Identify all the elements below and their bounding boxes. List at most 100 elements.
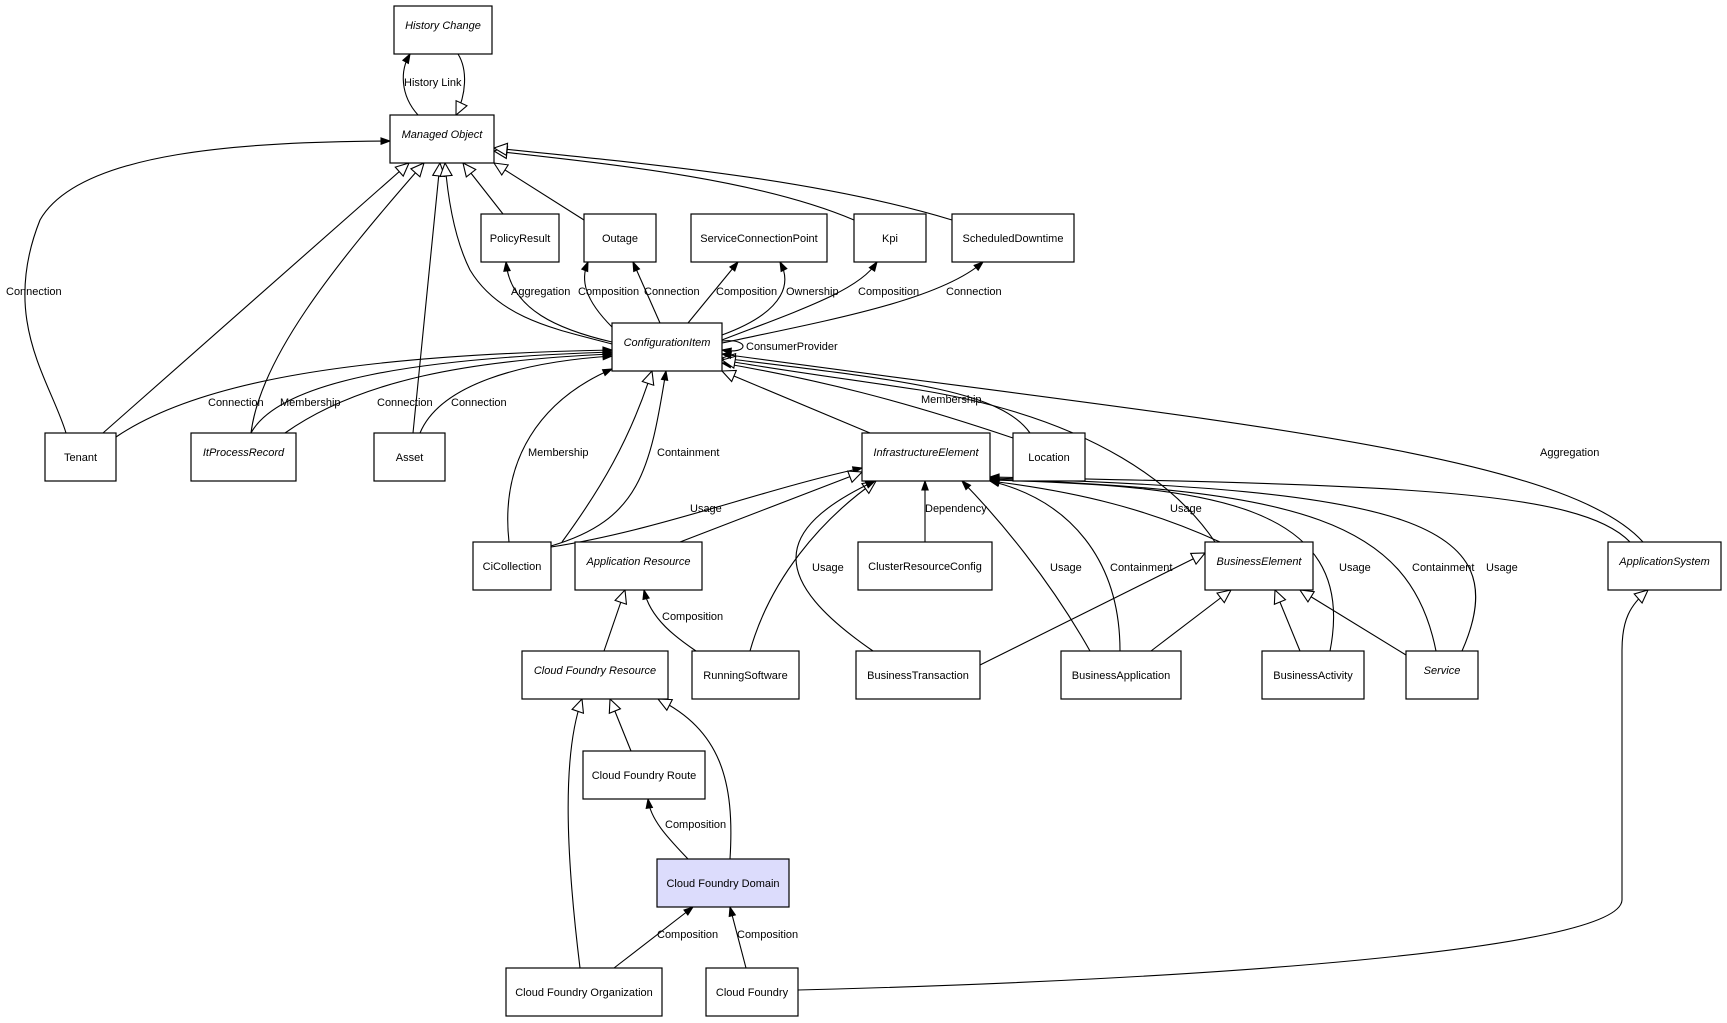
edge-it_process_record-to-configuration_item [284,350,614,434]
node-service[interactable]: Service [1405,650,1479,700]
edge-label: Composition [578,286,639,298]
node-infrastructure-element[interactable]: InfrastructureElement [861,432,991,482]
node-cf-route[interactable]: Cloud Foundry Route [582,750,706,800]
edge-configuration_item-to-outage [632,260,661,324]
node-scheduled-downtime[interactable]: ScheduledDowntime [951,213,1075,263]
edge-cloud_foundry-to-application_system [797,589,1649,991]
edge-label: Usage [1339,562,1371,574]
edge-business_activity-to-business_element [1273,588,1301,652]
node-business-element[interactable]: BusinessElement [1204,541,1314,591]
inheritance-arrowhead-icon [1216,589,1233,604]
node-box [857,541,993,591]
node-configuration-item[interactable]: ConfigurationItem [611,322,723,372]
node-cluster-resource-config[interactable]: ClusterResourceConfig [857,541,993,591]
edge-line [989,476,1631,543]
association-arrowhead-icon [988,473,1000,482]
node-tenant[interactable]: Tenant [44,432,117,482]
node-application-resource[interactable]: Application Resource [574,541,703,591]
inheritance-arrowhead-icon [614,588,628,606]
node-cf-domain[interactable]: Cloud Foundry Domain [656,858,790,908]
node-box [373,432,446,482]
inheritance-arrowhead-icon [409,162,425,178]
inheritance-arrowhead-icon [720,369,738,383]
inheritance-arrowhead-icon [641,369,655,387]
edge-history_change-to-managed_object [455,53,468,117]
edge-business_transaction-to-infrastructure_element [795,480,877,652]
node-label: Cloud Foundry Resource [534,665,656,677]
node-box [583,213,657,263]
edge-line [679,471,863,543]
edge-business_application-to-business_element [1150,589,1233,652]
node-location[interactable]: Location [1012,432,1086,482]
edge-line [444,162,613,345]
edge-line [961,480,1091,652]
edge-cf_resource-to-application_resource [603,588,628,652]
edge-cf_domain-to-cf_route [645,797,689,860]
edge-label: Ownership [786,286,839,298]
edge-line [989,480,1221,543]
node-box [853,213,927,263]
edge-line [721,359,1216,543]
edge-line [721,357,1031,434]
edge-label: Connection [208,397,264,409]
node-label: Application Resource [586,556,691,568]
node-label: BusinessElement [1217,556,1303,568]
edge-line [505,261,613,343]
node-box [690,213,828,263]
node-box [1405,650,1479,700]
edge-line [1299,589,1407,656]
association-arrowhead-icon [580,260,589,273]
node-business-transaction[interactable]: BusinessTransaction [855,650,981,700]
association-arrowhead-icon [642,588,651,601]
node-cloud-foundry[interactable]: Cloud Foundry [705,967,799,1017]
edge-line [721,261,984,344]
edge-application_system-to-configuration_item [720,351,1644,543]
edge-line [729,906,747,969]
edge-line [250,162,425,434]
node-it-process-record[interactable]: ItProcessRecord [190,432,297,482]
node-application-system[interactable]: ApplicationSystem [1607,541,1722,591]
edge-policy_result-to-managed_object [462,161,504,215]
node-kpi[interactable]: Kpi [853,213,927,263]
node-label: BusinessApplication [1072,670,1170,682]
edge-line [115,349,613,438]
node-running-software[interactable]: RunningSoftware [691,650,800,700]
node-box [691,650,800,700]
edge-configuration_item-to-service_connection_point [687,260,739,324]
node-business-activity[interactable]: BusinessActivity [1261,650,1365,700]
inheritance-arrowhead-icon [1633,589,1649,605]
edge-line [493,147,953,221]
association-arrowhead-icon [960,479,972,491]
edge-business_element-to-configuration_item [720,355,1216,543]
node-label: BusinessActivity [1273,670,1353,682]
node-label: Kpi [882,233,898,245]
edge-line [979,552,1206,666]
node-asset[interactable]: Asset [373,432,446,482]
node-ci-collection[interactable]: CiCollection [472,541,552,591]
node-label: Tenant [64,452,97,464]
edge-asset-to-configuration_item [419,352,614,434]
node-label: PolicyResult [490,233,551,245]
node-outage[interactable]: Outage [583,213,657,263]
node-cf-organization[interactable]: Cloud Foundry Organization [505,967,663,1017]
node-label: Cloud Foundry [716,987,789,999]
node-cf-resource[interactable]: Cloud Foundry Resource [521,650,669,700]
node-history-change[interactable]: History Change [393,5,493,55]
edge-label: Membership [528,447,589,459]
edge-cf_organization-to-cf_domain [613,906,695,969]
edge-ci_collection-to-configuration_item [561,369,655,543]
node-business-application[interactable]: BusinessApplication [1060,650,1182,700]
node-managed-object[interactable]: Managed Object [389,114,495,164]
node-box [521,650,669,700]
edge-label: Membership [921,394,982,406]
node-label: Cloud Foundry Organization [515,987,653,999]
node-label: Service [1424,665,1461,677]
node-policy-result[interactable]: PolicyResult [480,213,560,263]
edge-line [284,353,613,434]
edge-line [419,355,613,434]
edges-layer [24,52,1649,991]
association-arrowhead-icon [632,260,641,273]
node-service-connection-point[interactable]: ServiceConnectionPoint [690,213,828,263]
node-box [1607,541,1722,591]
association-arrowhead-icon [720,351,732,360]
